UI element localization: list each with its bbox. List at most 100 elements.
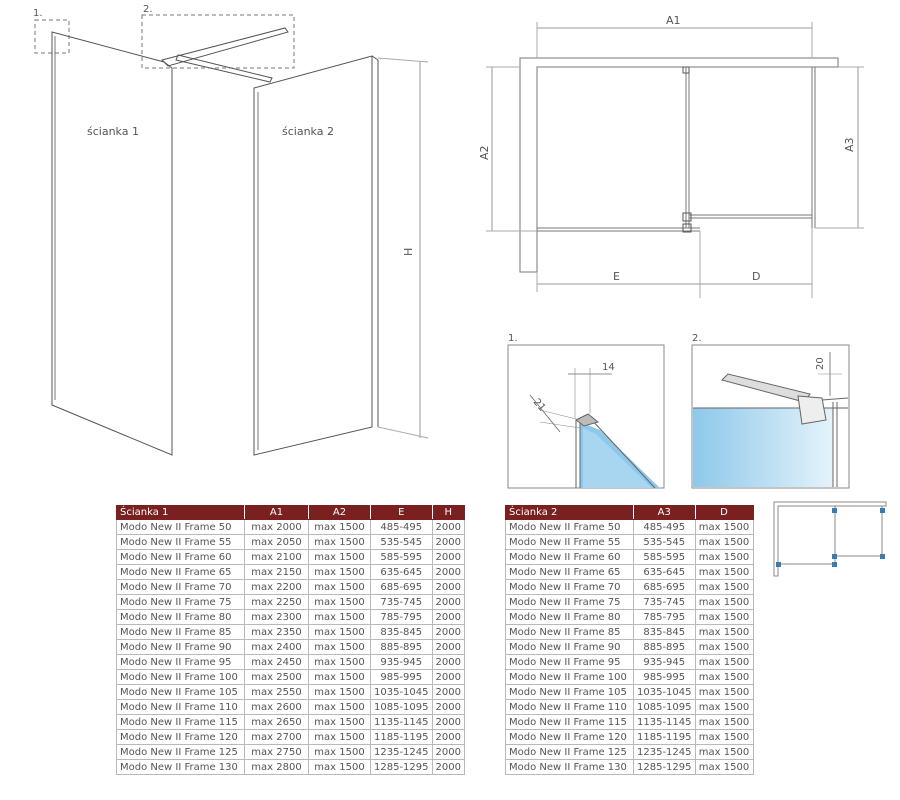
- model-name-cell: Modo New II Frame 90: [505, 639, 634, 655]
- plan-connector-c: [682, 66, 690, 74]
- table-header-row: Ścianka 2 A3 D: [505, 505, 754, 520]
- table-cell: 935-945: [633, 654, 696, 670]
- model-name-cell: Modo New II Frame 85: [505, 624, 634, 640]
- table-cell: 2000: [431, 714, 465, 730]
- table-cell: max 1500: [308, 594, 371, 610]
- model-name-cell: Modo New II Frame 50: [116, 519, 245, 535]
- table-cell: max 2200: [244, 579, 309, 595]
- height-dimension-tick-top: [377, 57, 429, 63]
- detail-2-title: 2.: [692, 333, 702, 344]
- detail-1-title: 1.: [508, 333, 518, 344]
- model-name-cell: Modo New II Frame 115: [505, 714, 634, 730]
- model-name-cell: Modo New II Frame 130: [116, 759, 245, 775]
- panel-2-outline: [253, 55, 373, 456]
- table-cell: max 1500: [308, 564, 371, 580]
- table-cell: 2000: [431, 654, 465, 670]
- table-cell: max 1500: [694, 549, 754, 565]
- height-label: H: [402, 248, 415, 256]
- table-cell: max 1500: [694, 699, 754, 715]
- table-cell: 1185-1195: [633, 729, 696, 745]
- table-cell: 1035-1045: [370, 684, 433, 700]
- detail-2-drawing: [693, 352, 849, 487]
- table-cell: 2000: [431, 744, 465, 760]
- table-cell: max 2650: [244, 714, 309, 730]
- table-cell: 835-845: [370, 624, 433, 640]
- table-cell: 2000: [431, 579, 465, 595]
- table-cell: max 1500: [694, 759, 754, 775]
- model-name-cell: Modo New II Frame 125: [116, 744, 245, 760]
- model-name-cell: Modo New II Frame 80: [116, 609, 245, 625]
- table-cell: 735-745: [370, 594, 433, 610]
- table-cell: 935-945: [370, 654, 433, 670]
- table-cell: max 2750: [244, 744, 309, 760]
- detail-1-glass-edge: [589, 417, 656, 489]
- table-cell: 685-695: [633, 579, 696, 595]
- label-d: D: [752, 270, 760, 283]
- plan-thumbnail-node-1: [832, 508, 837, 513]
- model-name-cell: Modo New II Frame 105: [116, 684, 245, 700]
- table-cell: max 2700: [244, 729, 309, 745]
- table-cell: max 1500: [694, 579, 754, 595]
- table-cell: max 2300: [244, 609, 309, 625]
- support-arm: [161, 27, 289, 67]
- table-cell: max 1500: [308, 654, 371, 670]
- table-cell: max 1500: [694, 669, 754, 685]
- model-name-cell: Modo New II Frame 60: [505, 549, 634, 565]
- table-cell: 1135-1145: [633, 714, 696, 730]
- detail-2-bar-ext: [821, 397, 849, 401]
- detail-1-dim-side: [529, 394, 561, 433]
- model-name-cell: Modo New II Frame 125: [505, 744, 634, 760]
- model-name-cell: Modo New II Frame 100: [505, 669, 634, 685]
- table-cell: 1285-1295: [370, 759, 433, 775]
- table-cell: max 1500: [694, 684, 754, 700]
- panel-2-label: ścianka 2: [282, 125, 334, 138]
- model-name-cell: Modo New II Frame 95: [505, 654, 634, 670]
- table-cell: 2000: [431, 759, 465, 775]
- table-header-cell: E: [370, 505, 433, 520]
- plan-thumbnail-wall: [773, 501, 887, 577]
- table-cell: 2000: [431, 549, 465, 565]
- table-cell: max 1500: [308, 639, 371, 655]
- model-name-cell: Modo New II Frame 70: [505, 579, 634, 595]
- table-cell: max 2450: [244, 654, 309, 670]
- table-cell: 985-995: [633, 669, 696, 685]
- table-cell: max 1500: [308, 519, 371, 535]
- model-name-cell: Modo New II Frame 115: [116, 714, 245, 730]
- model-name-cell: Modo New II Frame 90: [116, 639, 245, 655]
- table-cell: max 2800: [244, 759, 309, 775]
- support-arm-brace: [175, 54, 273, 83]
- table-cell: 1085-1095: [633, 699, 696, 715]
- table-header-cell: D: [694, 505, 754, 520]
- perspective-view: [34, 14, 429, 456]
- label-e: E: [613, 270, 620, 283]
- detail-marker-2: 2.: [143, 4, 153, 15]
- model-name-cell: Modo New II Frame 110: [116, 699, 245, 715]
- table-cell: 485-495: [370, 519, 433, 535]
- table-cell: 1285-1295: [633, 759, 696, 775]
- model-name-cell: Modo New II Frame 65: [505, 564, 634, 580]
- plan-thumbnail-node-5: [832, 562, 837, 567]
- table-cell: 2000: [431, 729, 465, 745]
- dimension-table-panel-1: Ścianka 1 A1 A2 E H Modo New II Frame 50…: [116, 505, 465, 775]
- panel-1-outline: [51, 31, 173, 456]
- table-cell: max 2600: [244, 699, 309, 715]
- table-header-row: Ścianka 1 A1 A2 E H: [116, 505, 465, 520]
- table-header-cell: A2: [308, 505, 371, 520]
- table-cell: max 1500: [694, 609, 754, 625]
- model-name-cell: Modo New II Frame 85: [116, 624, 245, 640]
- table-cell: max 2150: [244, 564, 309, 580]
- table-cell: max 2350: [244, 624, 309, 640]
- detail-2-frame: [691, 344, 850, 489]
- table-cell: 2000: [431, 639, 465, 655]
